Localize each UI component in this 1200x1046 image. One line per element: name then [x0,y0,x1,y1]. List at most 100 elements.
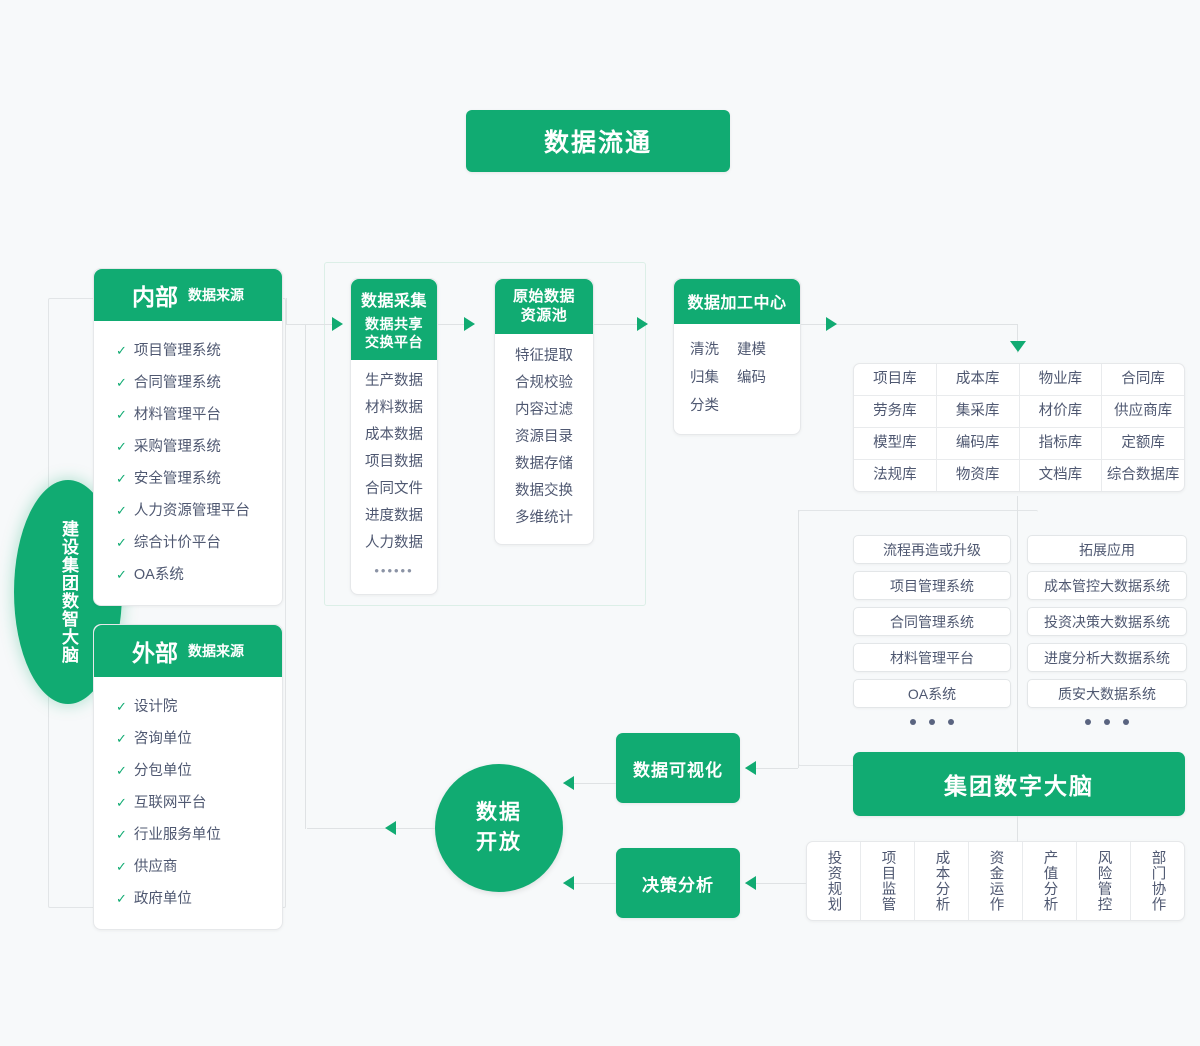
connector-line [594,324,647,325]
connector-line [1017,324,1018,353]
table-cell[interactable]: 物资库 [935,460,1019,491]
check-icon: ✓ [116,699,127,714]
list-item[interactable]: ✓行业服务单位 [116,819,282,851]
external-source-subtitle: 数据来源 [188,643,244,659]
list-item[interactable]: 建模 [737,342,766,358]
list-item[interactable]: ✓材料管理平台 [116,399,282,431]
arrow-down-icon [1010,341,1026,352]
table-cell[interactable]: 材价库 [1018,396,1102,427]
list-item[interactable]: ✓互联网平台 [116,787,282,819]
list-item[interactable]: OA系统 [853,679,1011,708]
internal-source-list: ✓项目管理系统 ✓合同管理系统 ✓材料管理平台 ✓采购管理系统 ✓安全管理系统 … [94,321,282,605]
check-icon: ✓ [116,731,127,746]
list-item[interactable]: 成本管控大数据系统 [1027,571,1187,600]
table-cell[interactable]: 劳务库 [873,403,917,419]
table-cell[interactable]: 法规库 [873,467,917,483]
table-cell[interactable]: 文档库 [1018,460,1102,491]
external-source-title: 外部 [132,640,178,666]
list-item[interactable]: 合同管理系统 [853,607,1011,636]
connector-line [305,324,332,325]
applications-left-column: 流程再造或升级 项目管理系统 合同管理系统 材料管理平台 OA系统 [853,535,1011,725]
raw-data-pool-title-line1: 原始数据 [512,288,575,305]
list-item-label: 设计院 [133,699,178,715]
dot-icon [1123,719,1129,725]
table-cell[interactable]: 成本库 [935,364,1019,395]
list-item[interactable]: 合同文件 [365,481,423,497]
list-item[interactable]: ✓分包单位 [116,755,282,787]
internal-source-subtitle: 数据来源 [188,287,244,303]
capability-cell[interactable]: 投资规划 [825,850,842,912]
list-item[interactable]: 归集 [690,370,719,386]
list-item[interactable]: ✓ 设计院 [116,691,282,723]
data-processing-center-title: 数据加工中心 [674,279,800,324]
capability-cell[interactable]: 部门协作 [1130,842,1184,920]
digital-brain-title: 集团数字大脑 [944,773,1094,799]
list-item[interactable]: 拓展应用 [1027,535,1187,564]
check-icon: ✓ [116,567,127,582]
list-item[interactable]: 质安大数据系统 [1027,679,1187,708]
table-cell[interactable]: 集采库 [935,396,1019,427]
list-item[interactable]: 编码 [737,370,766,386]
list-item[interactable]: ✓政府单位 [116,883,282,915]
list-item[interactable]: 特征提取 [515,348,573,364]
data-visualization-box[interactable]: 数据可视化 [616,733,740,803]
table-cell[interactable]: 模型库 [873,435,917,451]
digital-brain-banner: 集团数字大脑 [853,752,1185,816]
connector-line [563,883,616,884]
list-item-label: 材料管理平台 [133,407,221,423]
capability-cell[interactable]: 项目监管 [860,842,914,920]
table-cell[interactable]: 编码库 [935,428,1019,459]
list-item[interactable]: 进度数据 [365,508,423,524]
table-row: 劳务库 集采库 材价库 供应商库 [854,395,1184,427]
list-item[interactable]: ✓供应商 [116,851,282,883]
list-item[interactable]: 流程再造或升级 [853,535,1011,564]
list-item[interactable]: ✓咨询单位 [116,723,282,755]
list-item[interactable]: ✓人力资源管理平台 [116,495,282,527]
data-processing-center-card: 数据加工中心 清洗 建模 归集 编码 分类 [673,278,801,435]
list-item[interactable]: 资源目录 [515,429,573,445]
capability-cell[interactable]: 成本分析 [914,842,968,920]
capability-cell[interactable]: 产值分析 [1022,842,1076,920]
list-item[interactable]: ✓ 项目管理系统 [116,335,282,367]
list-item[interactable]: 人力数据 [365,535,423,551]
data-open-label-line2: 开放 [476,831,522,854]
list-item[interactable]: 多维统计 [515,510,573,526]
list-item[interactable]: 项目管理系统 [853,571,1011,600]
table-cell[interactable]: 合同库 [1101,364,1184,395]
list-item[interactable]: 材料管理平台 [853,643,1011,672]
list-item[interactable]: 生产数据 [365,373,423,389]
list-item[interactable]: ✓合同管理系统 [116,367,282,399]
list-item[interactable]: 清洗 [690,342,719,358]
capability-cell[interactable]: 资金运作 [968,842,1022,920]
list-item-label: 政府单位 [133,891,192,907]
table-cell[interactable]: 综合数据库 [1101,460,1184,491]
data-open-circle[interactable]: 数据 开放 [435,764,563,892]
external-data-source-card: 外部 数据来源 ✓设计院 ✓咨询单位 ✓分包单位 ✓互联网平台 ✓行业服务单位 … [93,624,283,930]
list-item[interactable]: 进度分析大数据系统 [1027,643,1187,672]
list-item[interactable]: 投资决策大数据系统 [1027,607,1187,636]
list-item[interactable]: ✓综合计价平台 [116,527,282,559]
list-item[interactable]: 数据交换 [515,483,573,499]
table-cell[interactable]: 指标库 [1018,428,1102,459]
list-item[interactable]: 数据存储 [515,456,573,472]
list-item[interactable]: 材料数据 [365,400,423,416]
list-item[interactable]: 合规校验 [515,375,573,391]
list-item[interactable]: 项目数据 [365,454,423,470]
list-item-label: 项目管理系统 [133,343,221,359]
list-item[interactable]: ✓采购管理系统 [116,431,282,463]
connector-line [745,883,806,884]
list-item[interactable]: 分类 [690,398,719,414]
data-processing-center-list: 清洗 建模 归集 编码 分类 [674,324,800,434]
list-item-label: 分包单位 [133,763,192,779]
table-cell[interactable]: 项目库 [873,371,917,387]
list-item[interactable]: ✓OA系统 [116,559,282,591]
check-icon: ✓ [116,343,127,358]
table-cell[interactable]: 物业库 [1018,364,1102,395]
list-item[interactable]: ✓安全管理系统 [116,463,282,495]
list-item[interactable]: 成本数据 [365,427,423,443]
list-item[interactable]: 内容过滤 [515,402,573,418]
decision-analysis-box[interactable]: 决策分析 [616,848,740,918]
capability-cell[interactable]: 风险管控 [1076,842,1130,920]
table-cell[interactable]: 供应商库 [1101,396,1184,427]
table-cell[interactable]: 定额库 [1101,428,1184,459]
